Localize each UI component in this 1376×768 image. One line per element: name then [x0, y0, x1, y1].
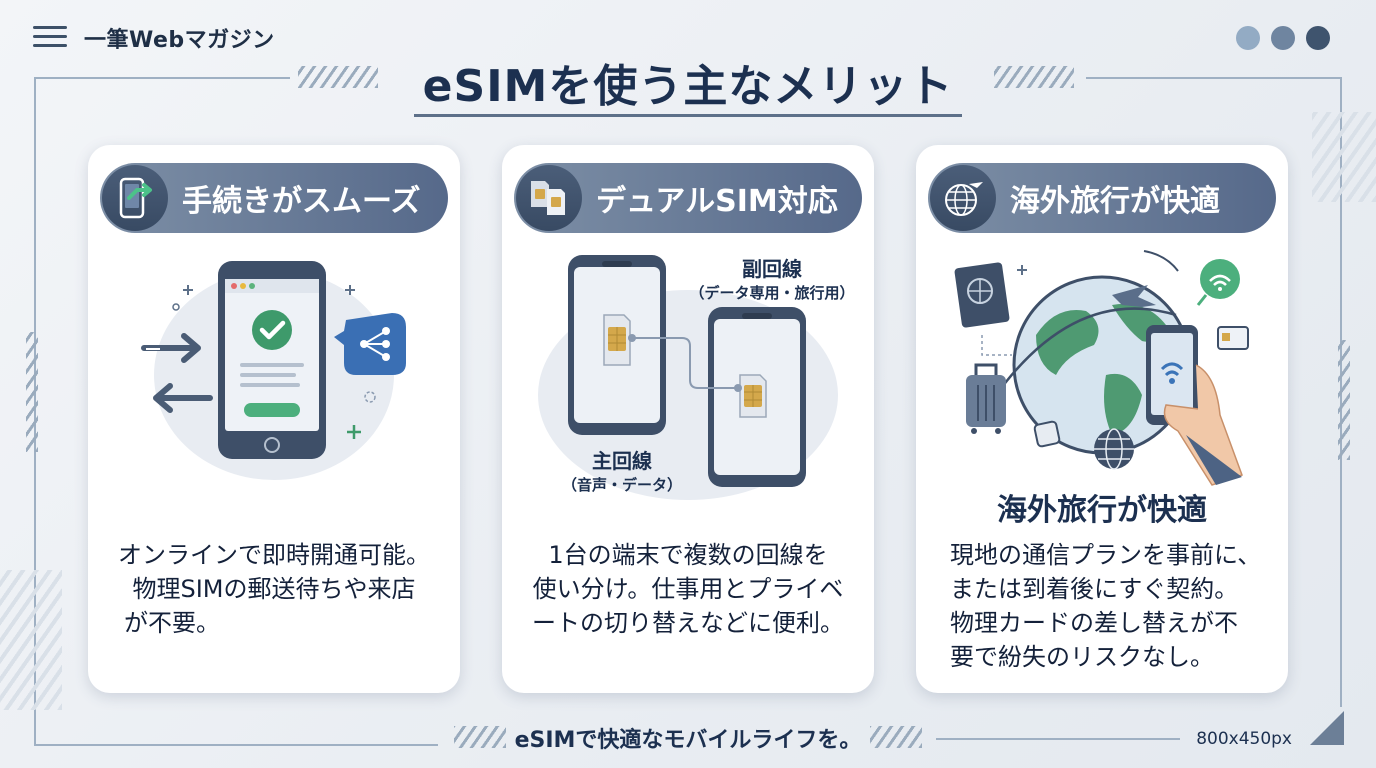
frame-bottom-right: [936, 738, 1180, 740]
card-dual-sim: デュアルSIM対応 副回線 （データ専用・旅行用） 主回線 （音声・データ） 1…: [502, 145, 874, 693]
footer-hatch-left: [454, 726, 506, 748]
description-line: オンラインで即時開通可能。: [118, 541, 430, 569]
description-line: 要で紛失のリスクなし。: [950, 643, 1214, 671]
secondary-line-title: 副回線: [742, 257, 802, 281]
card-heading-pill: 海外旅行が快適: [928, 163, 1276, 233]
footer-tagline: eSIMで快適なモバイルライフを。: [514, 728, 862, 753]
side-hatch-left: [26, 332, 38, 452]
description-line: 物理カードの差し替えが不: [950, 609, 1238, 637]
frame-bottom-left: [34, 744, 438, 746]
card-sub-heading: 海外旅行が快適: [997, 493, 1207, 528]
smartphone-activation-illustration: [141, 261, 406, 480]
description-line: ートの切り替えなどに便利。: [532, 609, 844, 637]
dot-mid: [1271, 26, 1295, 50]
description-line: 物理SIMの郵送待ちや来店: [132, 575, 416, 603]
frame-top-right: [1086, 77, 1342, 79]
dual-phone-illustration: [538, 255, 838, 500]
card-overseas-travel: 海外旅行が快適: [916, 145, 1288, 693]
secondary-line-label: 副回線 （データ専用・旅行用）: [682, 253, 862, 303]
page-title: eSIMを使う主なメリット: [422, 61, 954, 112]
card-description: オンラインで即時開通可能。 物理SIMの郵送待ちや来店 が不要。: [88, 538, 460, 640]
size-label: 800x450px: [1196, 729, 1292, 749]
side-hatch-right: [1338, 340, 1350, 460]
primary-line-title: 主回線: [592, 449, 652, 473]
primary-line-label: 主回線 （音声・データ）: [542, 445, 702, 495]
card-heading-pill: 手続きがスムーズ: [100, 163, 448, 233]
card-description: 現地の通信プランを事前に、 または到着後にすぐ契約。 物理カードの差し替えが不 …: [916, 538, 1288, 674]
deco-hatch-bottom-left: [0, 570, 62, 710]
dot-light: [1236, 26, 1260, 50]
card-heading: デュアルSIM対応: [596, 184, 838, 219]
brand-name: 一筆Webマガジン: [84, 28, 275, 53]
title-hatch-left: [298, 66, 378, 88]
card-heading: 海外旅行が快適: [1010, 184, 1220, 219]
dot-dark: [1306, 26, 1330, 50]
title-hatch-right: [994, 66, 1074, 88]
card-heading: 手続きがスムーズ: [182, 184, 421, 219]
card-description: 1台の端末で複数の回線を 使い分け。仕事用とプライベ ートの切り替えなどに便利。: [502, 538, 874, 640]
description-line: が不要。: [124, 609, 220, 637]
globe-plane-icon: [930, 165, 996, 231]
description-line: 1台の端末で複数の回線を: [548, 541, 828, 569]
description-line: 現地の通信プランを事前に、: [950, 541, 1262, 569]
travel-globe-illustration: [954, 250, 1249, 486]
dual-sim-icon: [516, 165, 582, 231]
window-dots: [1236, 26, 1330, 50]
secondary-line-note: （データ専用・旅行用）: [689, 284, 855, 302]
card-heading-pill: デュアルSIM対応: [514, 163, 862, 233]
card-smooth-procedure: 手続きがスムーズ オンラインで即時開通可能。 物理SIMの郵送待ちや来店: [88, 145, 460, 693]
description-line: 使い分け。仕事用とプライベ: [532, 575, 844, 603]
footer-hatch-right: [870, 726, 922, 748]
deco-hatch-top-right: [1312, 112, 1376, 202]
menu-icon[interactable]: [33, 26, 67, 50]
corner-triangle-icon: [1310, 711, 1344, 745]
title-underline: [414, 114, 962, 117]
phone-check-icon: [102, 165, 168, 231]
frame-top-left: [34, 77, 290, 79]
description-line: または到着後にすぐ契約。: [950, 575, 1239, 603]
primary-line-note: （音声・データ）: [561, 476, 682, 494]
